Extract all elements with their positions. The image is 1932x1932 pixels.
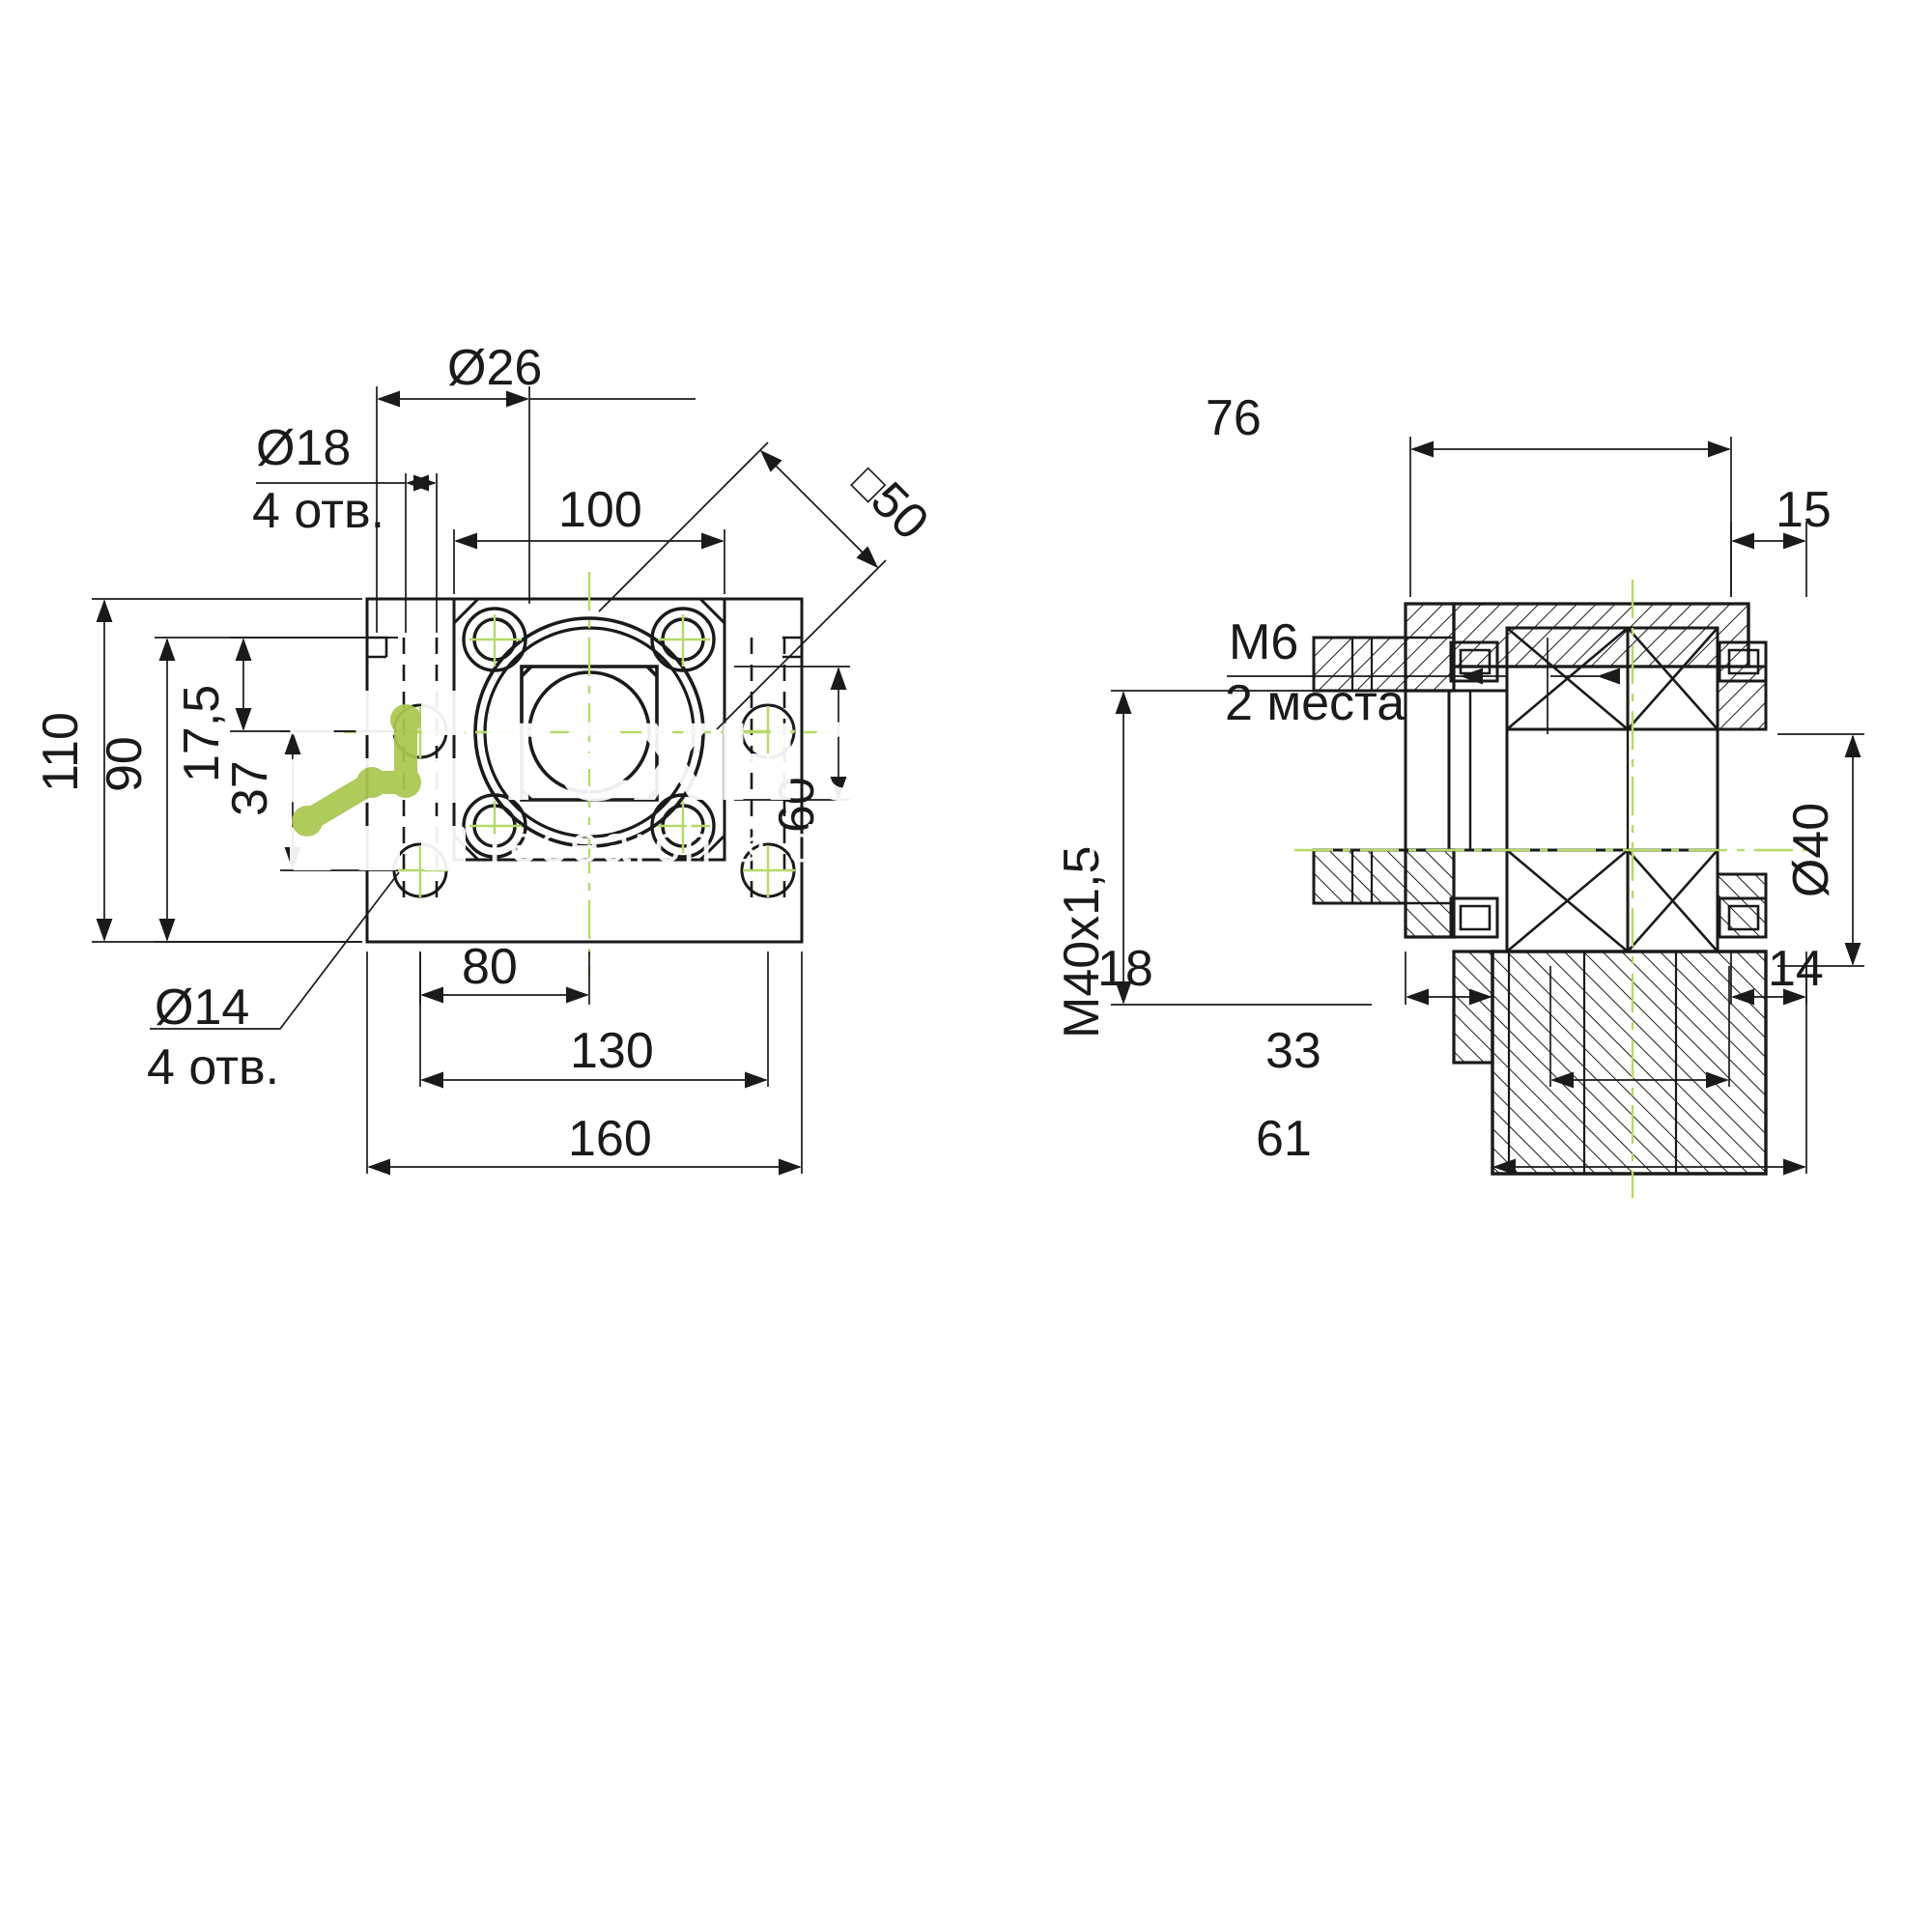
dim-60-label: 60	[769, 777, 825, 833]
dim-160-label: 160	[568, 1111, 652, 1167]
section-centerlines	[1294, 580, 1806, 1198]
dim-80-label: 80	[462, 939, 518, 995]
dim-37-label: 37	[222, 760, 278, 816]
dim-m40-label: M40x1,5	[1054, 846, 1110, 1038]
dim-14-note: 4 отв.	[147, 1039, 279, 1095]
dim-26-label: Ø26	[447, 340, 542, 396]
dim-m6-note: 2 места	[1225, 675, 1405, 731]
front-centerlines	[344, 572, 833, 976]
dim-90-label: 90	[97, 736, 153, 792]
dim-17-5-label: 17,5	[174, 685, 230, 782]
dim-14-label: Ø14	[155, 980, 249, 1036]
dimension-labels: Ø26 Ø18 4 отв. 100 □50 110 90 17,5 37 60…	[33, 340, 1839, 1167]
dim-130-label: 130	[570, 1023, 654, 1079]
dim-14s-label: 14	[1768, 941, 1824, 997]
dim-76-label: 76	[1206, 390, 1262, 446]
section-dimension-lines	[1111, 437, 1864, 1176]
dim-100-label: 100	[558, 482, 642, 538]
svg-text:research & development: research & development	[489, 815, 1118, 873]
dim-m6-label: M6	[1229, 614, 1298, 670]
watermark-overlay: технологии research & development	[290, 668, 1303, 873]
svg-text:технологии: технологии	[483, 668, 1303, 831]
dim-18-label: Ø18	[256, 420, 351, 476]
dim-110-label: 110	[33, 712, 89, 792]
dim-40-label: Ø40	[1783, 803, 1839, 897]
front-dimension-lines	[92, 386, 887, 1176]
dim-33-label: 33	[1265, 1023, 1321, 1079]
dim-61-label: 61	[1256, 1111, 1312, 1167]
dim-18-note: 4 отв.	[252, 483, 384, 539]
dim-18s-label: 18	[1097, 941, 1153, 997]
dim-50-label: □50	[842, 453, 940, 551]
dim-15-label: 15	[1776, 482, 1832, 538]
